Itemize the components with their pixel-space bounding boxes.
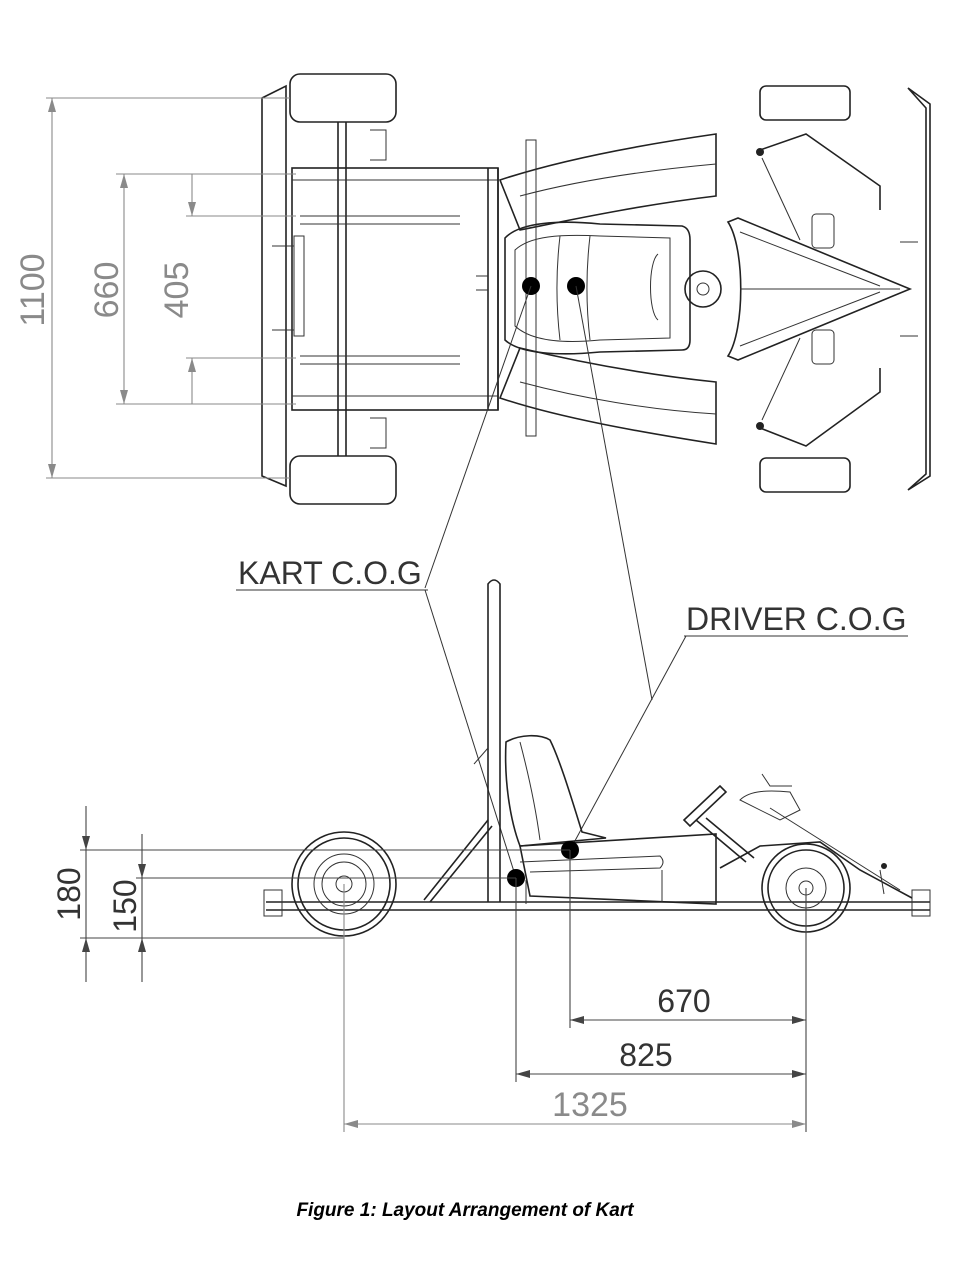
dim-670-label: 670 — [657, 983, 710, 1019]
side-view-dimensions: 180 150 670 825 1325 — [51, 806, 807, 1132]
driver-cog-label: DRIVER C.O.G — [686, 601, 906, 637]
figure-caption: Figure 1: Layout Arrangement of Kart — [296, 1200, 634, 1221]
side-view — [263, 579, 931, 937]
seat-top — [504, 221, 691, 355]
top-view — [261, 73, 931, 701]
seat-side — [504, 734, 607, 847]
top-view-dimensions: 1100 660 405 — [14, 97, 296, 479]
dim-150-label: 150 — [107, 879, 143, 932]
cog-labels: KART C.O.G DRIVER C.O.G — [236, 555, 908, 879]
kart-cog-label: KART C.O.G — [238, 555, 422, 591]
dim-1100-label: 1100 — [14, 253, 52, 326]
dim-825-label: 825 — [619, 1037, 672, 1073]
front-left-wheel — [759, 85, 851, 121]
rear-left-wheel — [289, 73, 397, 123]
dim-180-label: 180 — [51, 867, 87, 920]
dim-1325-label: 1325 — [552, 1086, 628, 1124]
rear-right-wheel — [289, 455, 397, 505]
dim-660-label: 660 — [88, 262, 126, 319]
dim-405-label: 405 — [158, 262, 196, 319]
front-right-wheel — [759, 457, 851, 493]
steering-wheel — [684, 270, 722, 308]
